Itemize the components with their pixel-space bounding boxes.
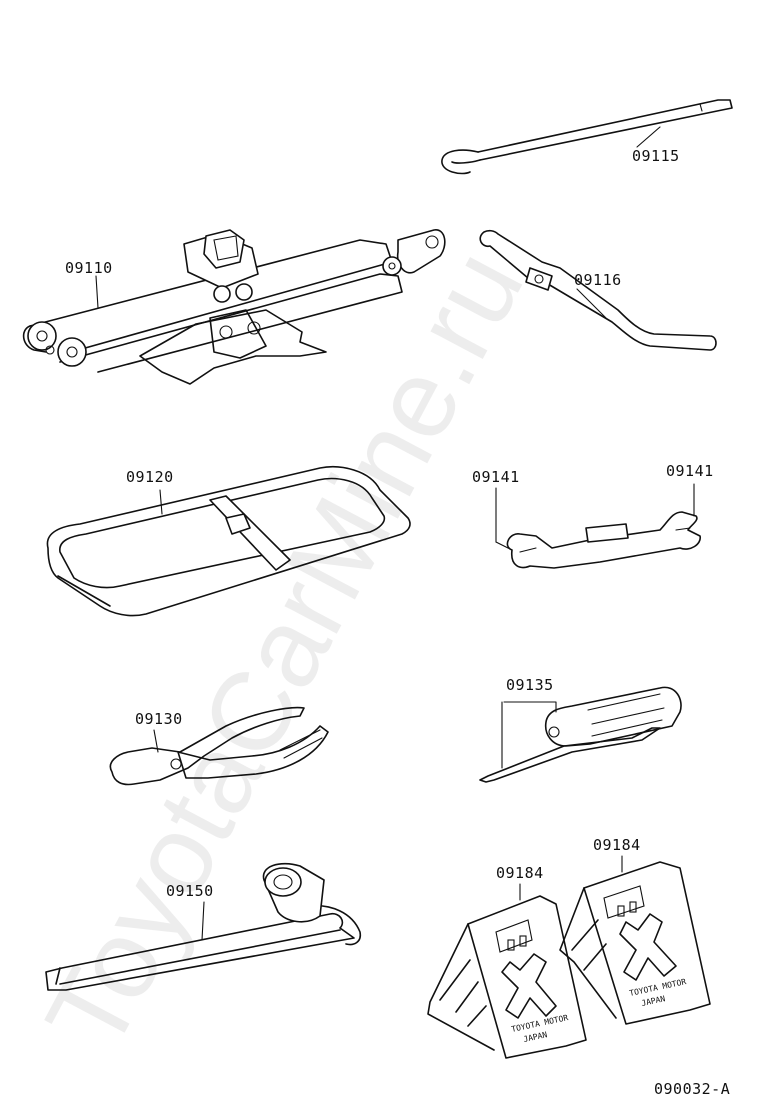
scissor-jack-09110 xyxy=(22,229,446,385)
wheel-chock-09184-right: TOYOTA MOTOR JAPAN xyxy=(559,855,711,1025)
label-09115: 09115 xyxy=(632,147,680,165)
label-09135: 09135 xyxy=(506,676,554,694)
label-09184-right: 09184 xyxy=(593,836,641,854)
tool-bag-09120 xyxy=(46,466,411,617)
jack-handle-09115 xyxy=(441,99,733,175)
label-09184-left: 09184 xyxy=(496,864,544,882)
label-09150: 09150 xyxy=(166,882,214,900)
pliers-09130 xyxy=(109,706,329,786)
screwdriver-09135 xyxy=(479,686,682,783)
drawing-code: 090032-A xyxy=(654,1080,731,1098)
label-09141-left: 09141 xyxy=(472,468,520,486)
wheel-chock-09184-left: TOYOTA MOTOR JAPAN xyxy=(427,883,587,1059)
nut-wrench-09150 xyxy=(45,862,362,991)
label-09141-right: 09141 xyxy=(666,462,714,480)
lug-wrench-09116 xyxy=(479,229,717,351)
open-end-wrench-09141 xyxy=(495,483,701,569)
label-09110: 09110 xyxy=(65,259,113,277)
label-09120: 09120 xyxy=(126,468,174,486)
label-09116: 09116 xyxy=(574,271,622,289)
label-09130: 09130 xyxy=(135,710,183,728)
